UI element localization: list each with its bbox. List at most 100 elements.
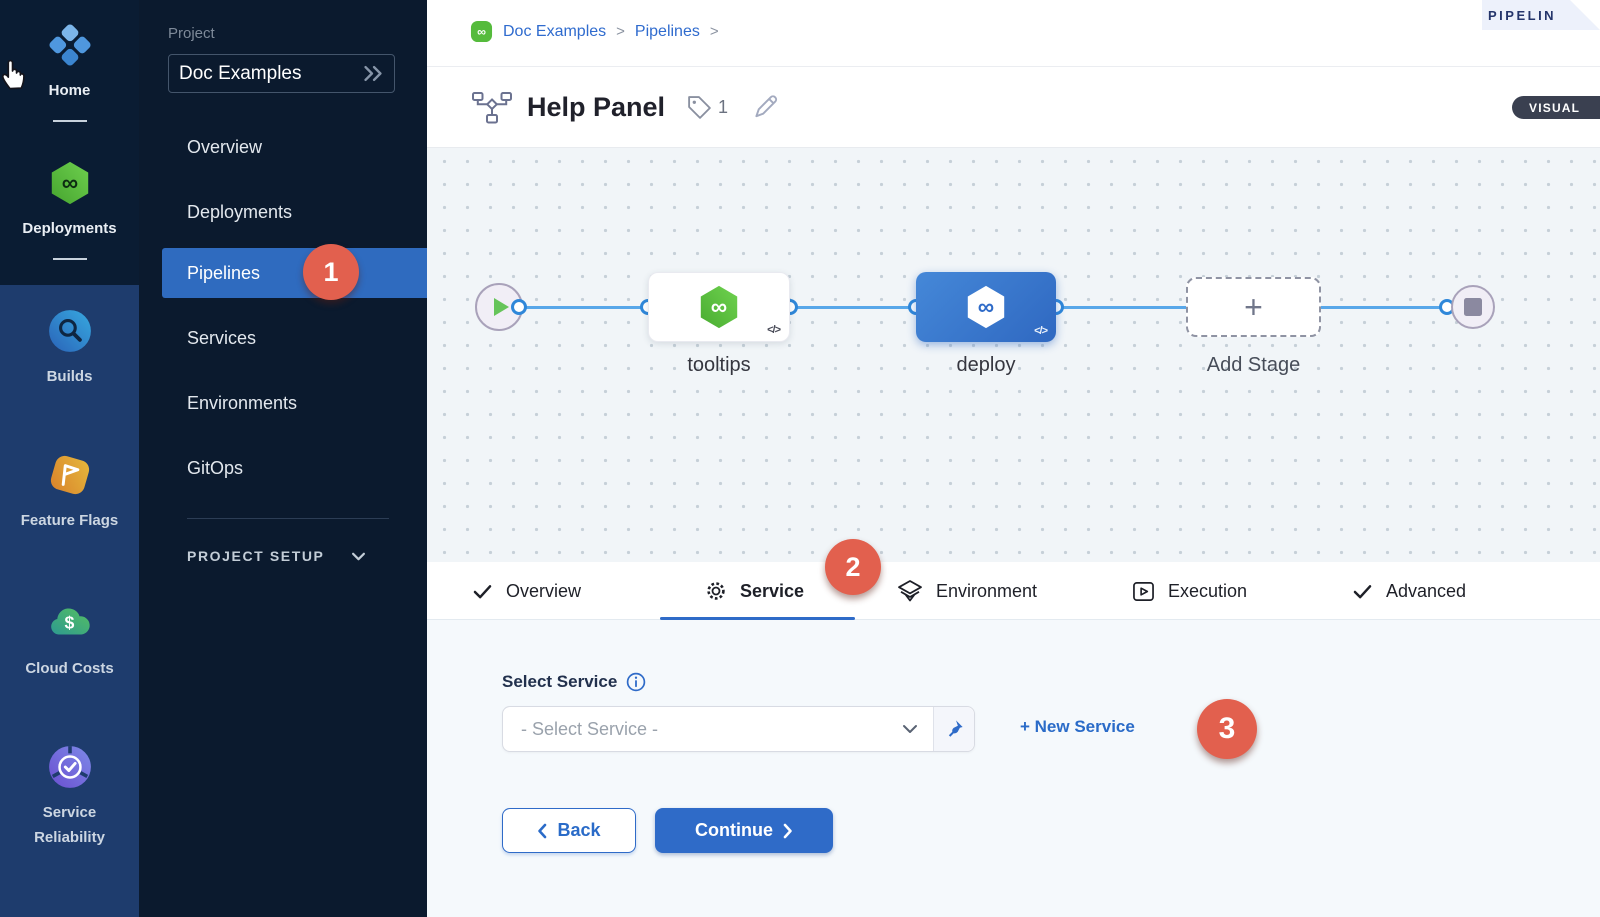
chevron-right-icon	[783, 823, 793, 839]
pipeline-canvas[interactable]: ∞ </> ∞ </> + tooltips deploy Add Stage	[427, 148, 1600, 562]
module-rail-top	[0, 0, 139, 285]
breadcrumb-link-pipelines[interactable]: Pipelines	[634, 22, 700, 40]
plus-icon: +	[1244, 288, 1263, 325]
gear-icon	[705, 580, 727, 602]
tab-label: Environment	[936, 580, 1038, 601]
sidebar-item-deployments[interactable]: ∞ Deployments	[0, 160, 139, 260]
harness-stage-icon: ∞	[696, 284, 742, 330]
check-icon	[1352, 583, 1373, 600]
service-form-section: Select Service - Select Service - + New …	[427, 620, 1600, 917]
stop-icon	[1464, 298, 1482, 316]
menu-item-pipelines[interactable]: Pipelines	[162, 248, 427, 298]
visual-yaml-toggle[interactable]: VISUAL	[1512, 96, 1600, 119]
info-icon[interactable]	[626, 672, 646, 692]
tab-advanced[interactable]: Advanced	[1352, 562, 1466, 620]
new-service-link[interactable]: + New Service	[1020, 717, 1135, 736]
menu-item-services[interactable]: Services	[187, 328, 257, 348]
sidebar-item-builds[interactable]: Builds	[0, 308, 139, 390]
pipeline-studio-label: PIPELIN	[1488, 7, 1557, 23]
project-panel: Project Doc Examples Overview Deployment…	[139, 0, 427, 917]
continue-button[interactable]: Continue	[655, 808, 833, 853]
visual-toggle-label: VISUAL	[1529, 100, 1581, 115]
module-rail: Home ∞ Deployments Builds	[0, 0, 139, 917]
code-glyph: </>	[1034, 325, 1048, 337]
sidebar-item-cloud-costs[interactable]: $ Cloud Costs	[0, 600, 139, 682]
sidebar-item-label: Home	[48, 82, 91, 99]
project-name: Doc Examples	[179, 62, 302, 84]
sidebar-item-home[interactable]: Home	[0, 22, 139, 122]
deployments-icon: ∞	[47, 160, 93, 206]
pipeline-title-row: Help Panel 1	[472, 84, 779, 130]
pipeline-studio-ribbon: PIPELIN	[1482, 0, 1600, 30]
main-content: ∞ Doc Examples > Pipelines > PIPELIN Hel…	[427, 0, 1600, 917]
tab-label: Service	[740, 580, 805, 601]
breadcrumb: ∞ Doc Examples > Pipelines >	[470, 20, 719, 43]
select-service-placeholder: - Select Service -	[521, 718, 659, 739]
home-icon	[47, 22, 93, 68]
tag-icon	[686, 94, 713, 121]
panel-divider	[187, 518, 389, 519]
sidebar-item-label: Feature Flags	[20, 512, 119, 529]
page-title: Help Panel	[527, 91, 666, 122]
breadcrumb-separator: >	[709, 23, 719, 40]
pin-icon	[948, 720, 963, 737]
play-square-icon	[1132, 581, 1155, 602]
pipeline-flowchart-icon	[472, 91, 512, 124]
tab-label: Advanced	[1386, 580, 1467, 601]
add-stage-button[interactable]: +	[1186, 277, 1321, 337]
sidebar-item-service-reliability[interactable]: Service Reliability	[0, 744, 139, 851]
sidebar-item-label: Service Reliability	[34, 804, 105, 846]
code-glyph: </>	[767, 324, 781, 336]
sidebar-item-feature-flags[interactable]: Feature Flags	[0, 452, 139, 534]
menu-item-environments[interactable]: Environments	[187, 393, 298, 413]
harness-stage-icon: ∞	[963, 284, 1009, 330]
connector-port[interactable]	[511, 299, 527, 315]
pin-button[interactable]	[933, 707, 974, 751]
stage-node-deploy[interactable]: ∞ </>	[916, 272, 1056, 342]
tags-button[interactable]: 1	[686, 94, 728, 121]
project-setup-label: PROJECT SETUP	[187, 548, 325, 564]
callout-badge-2: 2	[825, 539, 881, 595]
tab-label: Overview	[506, 580, 582, 601]
tab-execution[interactable]: Execution	[1132, 562, 1247, 620]
project-selector[interactable]: Doc Examples	[168, 54, 395, 93]
svg-text:∞: ∞	[978, 294, 994, 320]
stage-label-tooltips: tooltips	[687, 354, 751, 376]
menu-item-overview[interactable]: Overview	[187, 137, 263, 157]
continue-button-label: Continue	[695, 820, 773, 840]
check-icon	[472, 583, 493, 600]
chevron-down-icon[interactable]	[902, 724, 933, 734]
feature-flags-icon	[47, 452, 93, 498]
pipeline-end-node	[1451, 285, 1495, 329]
harness-logo-icon: ∞	[470, 20, 493, 43]
project-setup-toggle[interactable]: PROJECT SETUP	[187, 548, 366, 564]
sidebar-item-label: Deployments	[22, 220, 117, 237]
select-service-label-row: Select Service	[502, 672, 646, 692]
layers-icon	[897, 579, 923, 603]
back-button-label: Back	[557, 820, 601, 840]
breadcrumb-link-project[interactable]: Doc Examples	[503, 22, 607, 40]
cloud-costs-icon: $	[46, 600, 94, 646]
menu-item-gitops[interactable]: GitOps	[187, 458, 244, 478]
tab-environment[interactable]: Environment	[897, 562, 1037, 620]
tab-overview[interactable]: Overview	[472, 562, 581, 620]
svg-text:∞: ∞	[477, 25, 486, 39]
sidebar-item-label: Cloud Costs	[25, 660, 114, 677]
edit-pencil-icon[interactable]	[751, 93, 779, 121]
double-chevron-right-icon	[362, 65, 384, 82]
select-service-dropdown[interactable]: - Select Service -	[502, 706, 975, 752]
tab-label: Execution	[1168, 580, 1248, 601]
svg-text:∞: ∞	[711, 294, 727, 320]
header-divider	[427, 66, 1600, 67]
tab-service[interactable]: Service	[705, 562, 804, 620]
breadcrumb-separator: >	[616, 23, 625, 40]
tag-count: 1	[718, 96, 729, 117]
stage-label-deploy: deploy	[956, 354, 1016, 376]
active-tab-indicator	[660, 617, 855, 620]
stage-node-tooltips[interactable]: ∞ </>	[648, 272, 790, 342]
menu-item-deployments[interactable]: Deployments	[187, 202, 293, 222]
play-icon	[494, 298, 509, 316]
chevron-left-icon	[537, 823, 547, 839]
builds-icon	[47, 308, 93, 354]
back-button[interactable]: Back	[502, 808, 636, 853]
